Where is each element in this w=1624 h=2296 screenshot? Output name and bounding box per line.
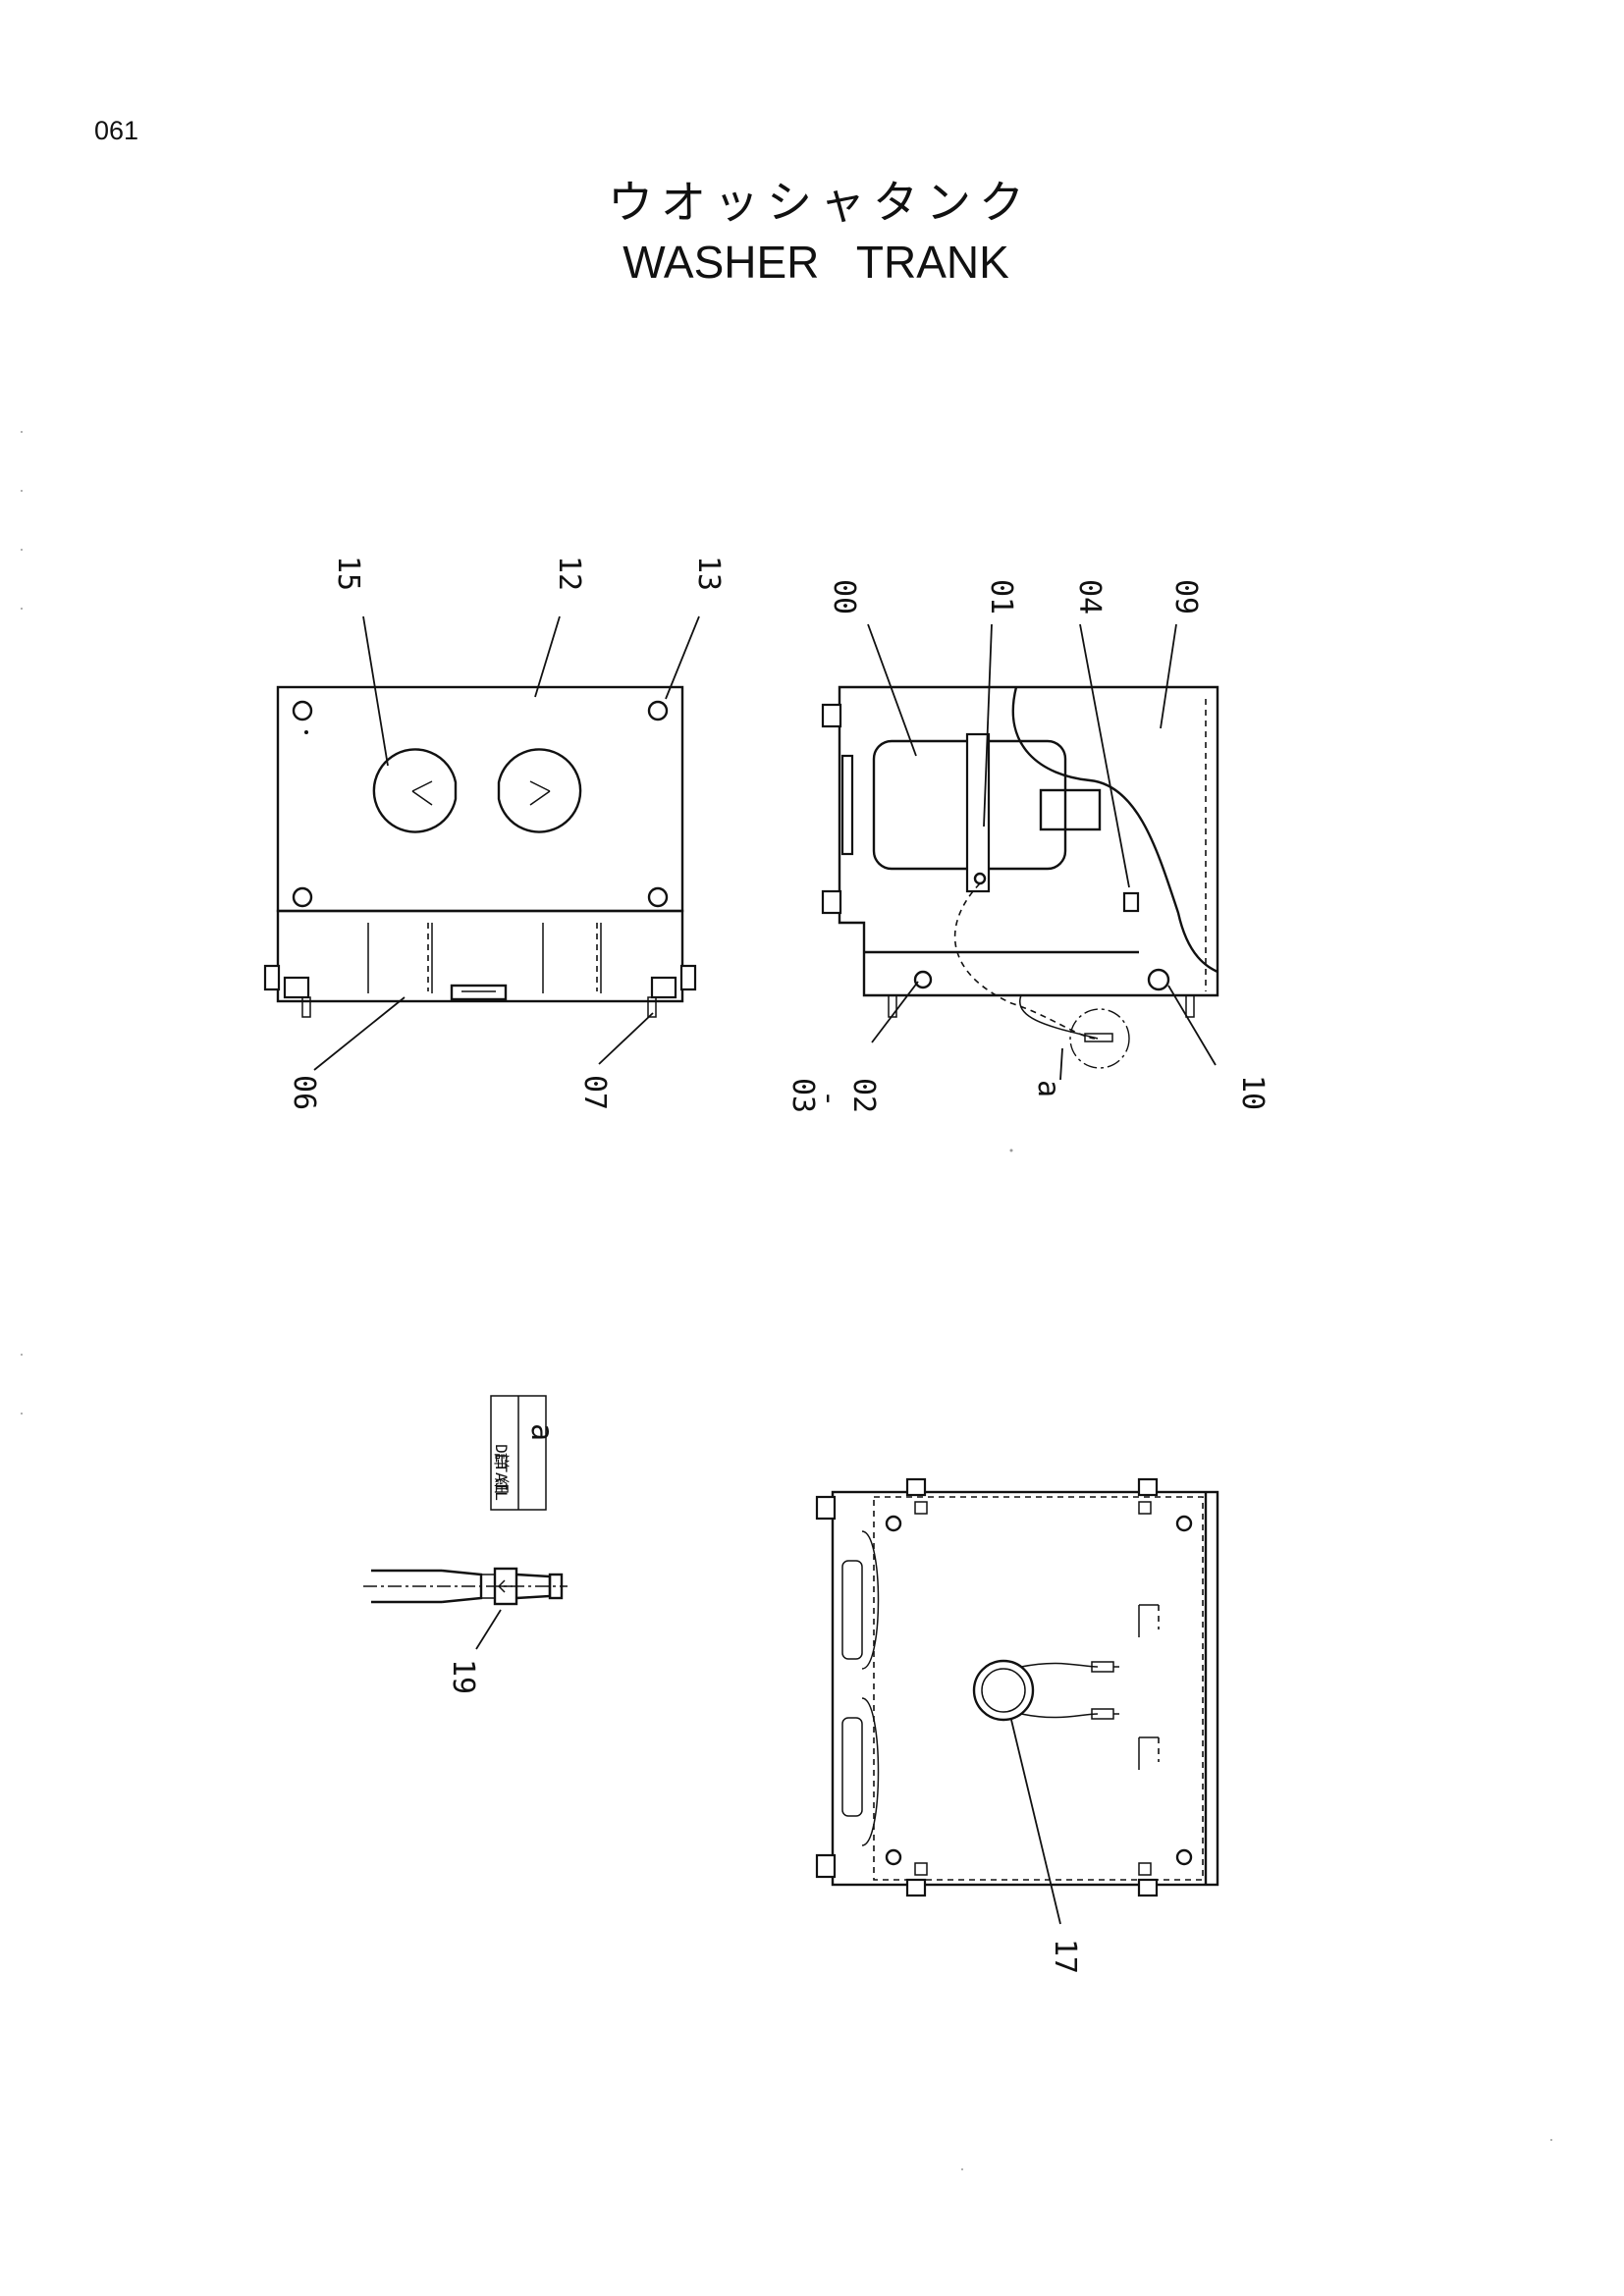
part-label-04: 04 [1072,579,1107,614]
top-view [263,685,697,1018]
part-label-07: 07 [577,1075,612,1110]
drawing-title-japanese: ウオッシャタンク [608,176,1032,229]
drawing-title-english: WASHER TRANK [623,237,1009,288]
detail-jp: 詳 細 [492,1453,511,1494]
part-label-dash: - [812,1090,846,1107]
part-label-17: 17 [1048,1939,1082,1974]
part-label-03: 03 [785,1078,820,1113]
part-label-13: 13 [691,556,726,591]
page-number: 061 [94,116,139,145]
part-label-09: 09 [1168,579,1203,614]
detail-reference-a: a [1031,1080,1065,1097]
part-label-10: 10 [1235,1075,1270,1110]
part-label-02: 02 [846,1078,881,1113]
bottom-view [815,1477,1219,1897]
part-label-00: 00 [827,579,861,614]
part-label-06: 06 [287,1075,321,1110]
detail-en: DETAIL [492,1444,511,1501]
scan-noise [21,431,1552,2170]
part-labels: 15 12 13 00 01 04 09 06 07 03 - 02 a 10 … [287,556,1270,1974]
detail-a: a 詳 細 DETAIL [363,1395,568,1606]
part-label-19: 19 [446,1659,480,1694]
part-label-01: 01 [984,579,1018,614]
detail-letter: a [524,1423,559,1441]
leader-lines [313,615,1217,1925]
part-label-15: 15 [331,556,365,591]
front-view [821,685,1219,1069]
part-label-12: 12 [552,556,586,591]
